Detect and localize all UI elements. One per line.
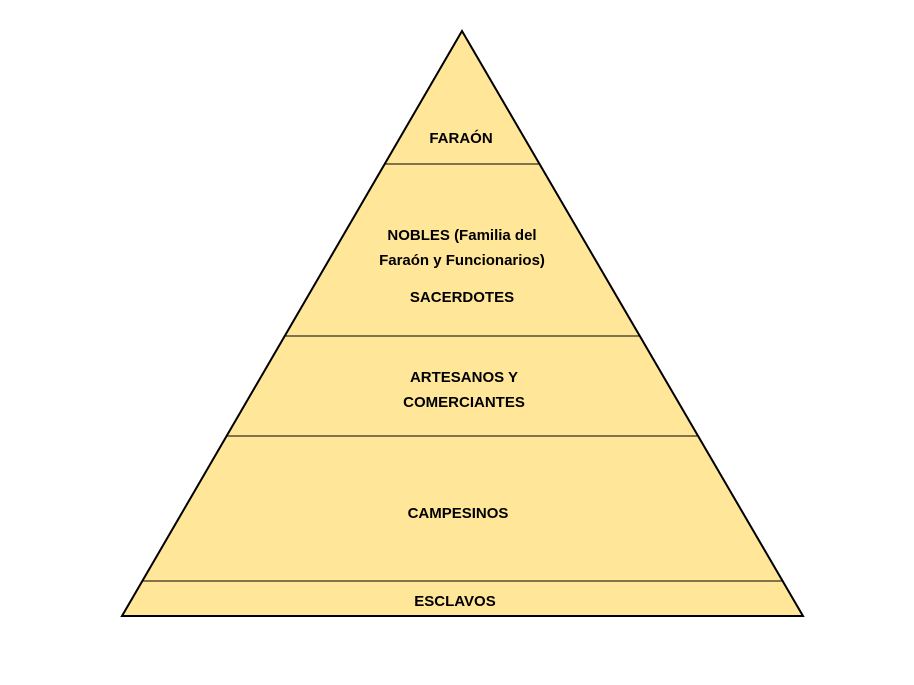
level-faraon-label: FARAÓN bbox=[429, 129, 492, 147]
level-campesinos-label: CAMPESINOS bbox=[408, 505, 509, 522]
level-artesanos-label-line2: COMERCIANTES bbox=[403, 394, 525, 411]
level-sacerdotes-label: SACERDOTES bbox=[410, 289, 514, 306]
level-nobles-label-line2: Faraón y Funcionarios) bbox=[379, 252, 545, 269]
level-nobles-label-line1: NOBLES (Familia del bbox=[387, 227, 536, 244]
pyramid-shape bbox=[120, 29, 805, 617]
level-artesanos-label-line1: ARTESANOS Y bbox=[410, 369, 518, 386]
level-esclavos-label: ESCLAVOS bbox=[414, 593, 495, 610]
